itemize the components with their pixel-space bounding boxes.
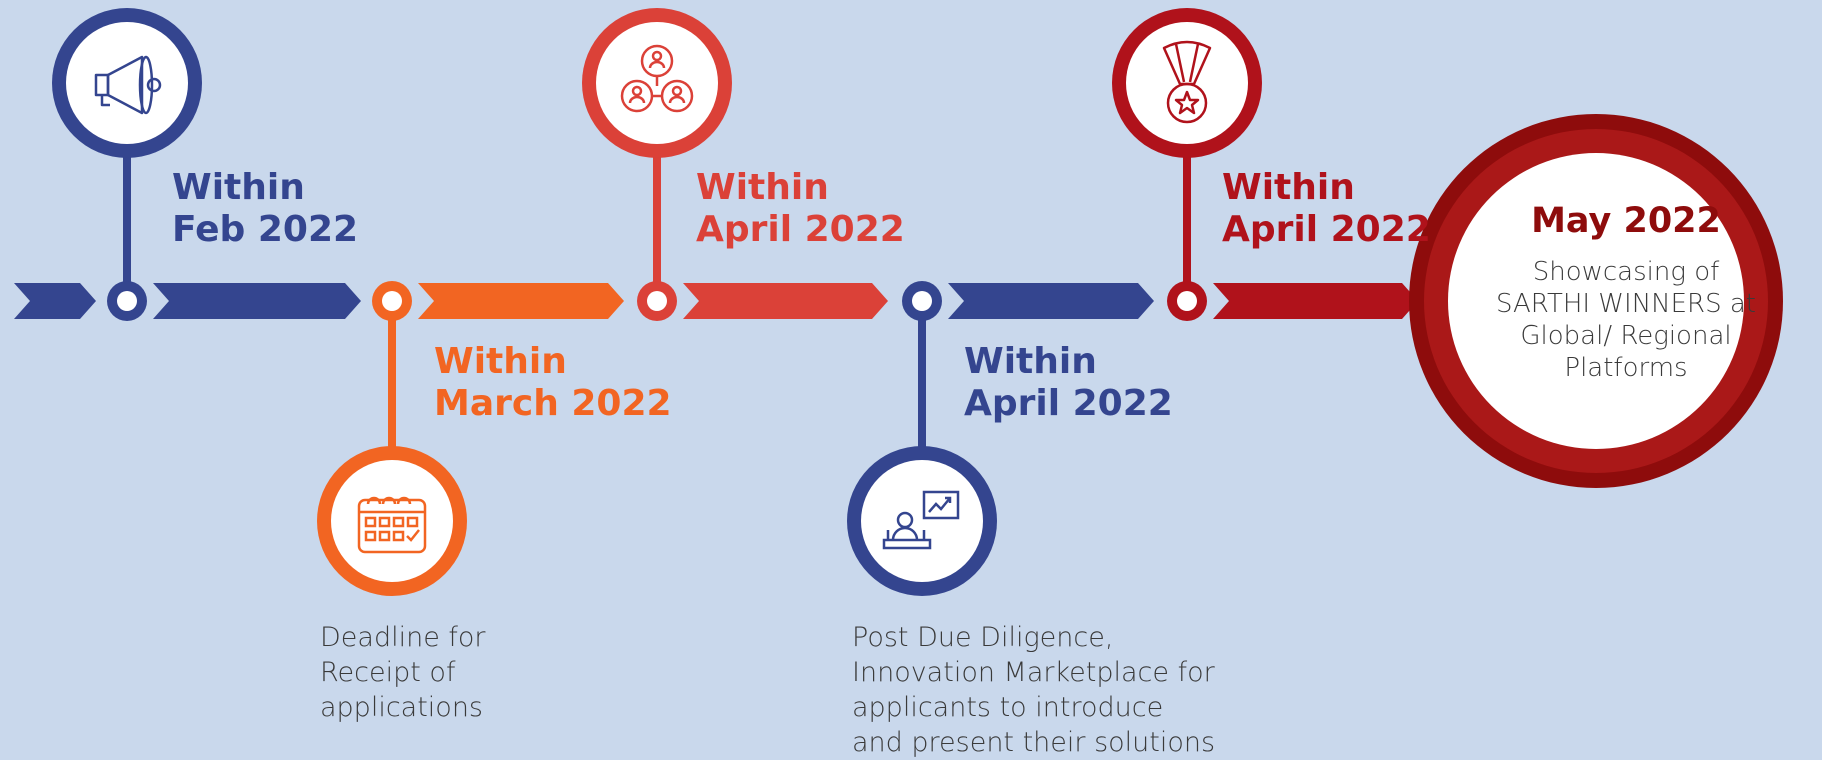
final-milestone-line: Showcasing of	[1532, 257, 1720, 287]
milestone-5-within: Within	[1222, 167, 1355, 208]
presentation-icon	[882, 490, 960, 550]
team-network-icon	[620, 44, 694, 113]
arrow-segment-2	[153, 283, 361, 319]
milestone-pin-1	[52, 8, 202, 321]
milestone-pin-3	[582, 8, 732, 321]
milestone-pin-4	[847, 281, 997, 596]
milestone-4-month: April 2022	[964, 383, 1173, 424]
arrow-segment-5	[948, 283, 1154, 319]
description-line: Receipt of	[320, 657, 456, 688]
milestone-4-within: Within	[964, 341, 1097, 382]
final-milestone-line: SARTHI WINNERS at	[1496, 289, 1756, 319]
milestone-2-description: Deadline for Receipt of applications	[320, 620, 486, 725]
calendar-icon	[357, 496, 427, 554]
milestone-3-date: Within April 2022	[696, 167, 905, 251]
milestone-3-month: April 2022	[696, 209, 905, 250]
milestone-pin-5	[1112, 8, 1262, 321]
final-milestone-line: Global/ Regional	[1520, 321, 1732, 351]
description-line: Innovation Marketplace for	[852, 657, 1215, 688]
final-milestone-title: May 2022	[1531, 201, 1721, 241]
megaphone-icon	[94, 55, 162, 115]
description-line: and present their solutions	[852, 727, 1216, 758]
description-line: applications	[320, 692, 484, 723]
description-line: applicants to introduce	[852, 692, 1164, 723]
milestone-2-date: Within March 2022	[434, 341, 672, 425]
milestone-1-date: Within Feb 2022	[172, 167, 358, 251]
milestone-1-within: Within	[172, 167, 305, 208]
milestone-4-description: Post Due Diligence, Innovation Marketpla…	[852, 620, 1215, 760]
milestone-5-month: April 2022	[1222, 209, 1431, 250]
milestone-5-date: Within April 2022	[1222, 167, 1431, 251]
milestone-4-date: Within April 2022	[964, 341, 1173, 425]
arrow-segment-3	[418, 283, 624, 319]
milestone-1-month: Feb 2022	[172, 209, 359, 250]
arrow-segment-1	[14, 283, 96, 319]
arrow-segment-4	[683, 283, 888, 319]
medal-icon	[1162, 40, 1212, 124]
milestone-3-within: Within	[696, 167, 829, 208]
description-line: Post Due Diligence,	[852, 622, 1114, 653]
arrow-segment-6	[1213, 283, 1418, 319]
milestone-2-within: Within	[434, 341, 567, 382]
description-line: Deadline for	[320, 622, 486, 653]
final-milestone-circle	[1409, 114, 1783, 488]
final-milestone-text: May 2022 Showcasing of SARTHI WINNERS at…	[1476, 200, 1776, 384]
milestone-2-month: March 2022	[434, 383, 672, 424]
final-milestone-line: Platforms	[1564, 353, 1688, 383]
milestone-pin-2	[317, 281, 467, 596]
